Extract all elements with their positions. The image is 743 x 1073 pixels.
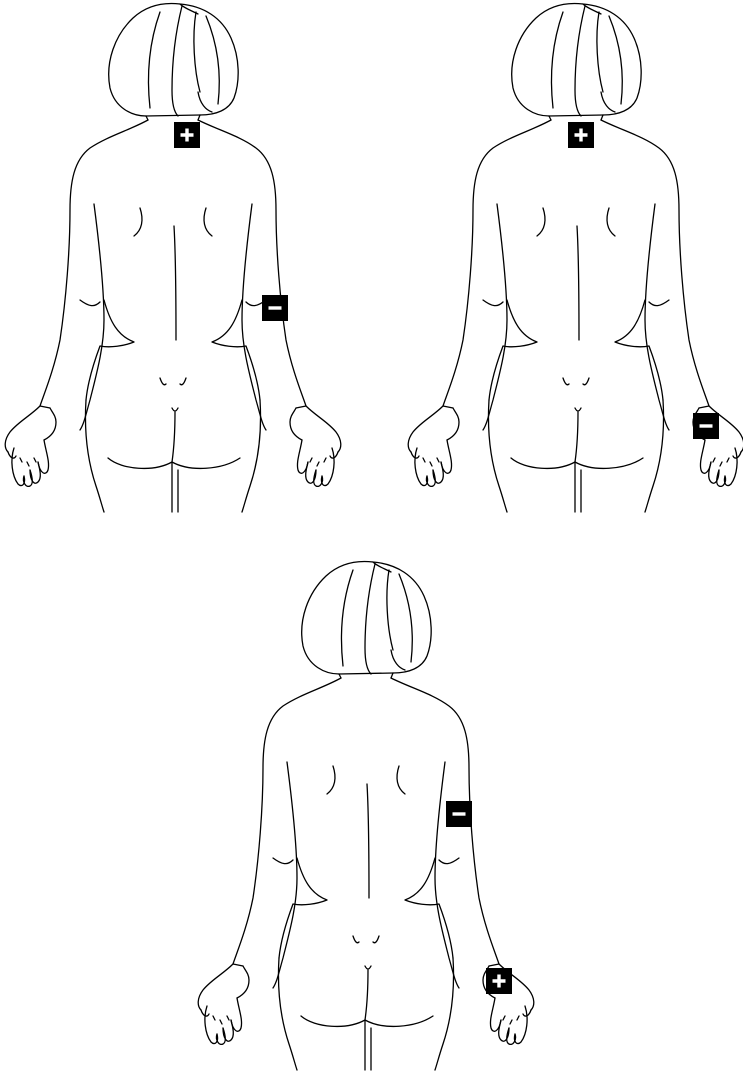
electrode-negative-hand — [693, 413, 719, 439]
electrode-positive-neck — [568, 122, 594, 148]
body-outline — [193, 558, 563, 1073]
electrode-positive-neck — [174, 122, 200, 148]
figure-back-view-1 — [0, 0, 370, 515]
plus-icon — [179, 127, 195, 143]
minus-icon — [451, 806, 467, 822]
figure-back-view-3 — [193, 558, 563, 1073]
plus-icon — [573, 127, 589, 143]
electrode-positive-hand — [486, 968, 512, 994]
minus-icon — [267, 300, 283, 316]
electrode-negative-upper-arm — [262, 295, 288, 321]
figure-back-view-2 — [403, 0, 743, 515]
body-outline — [0, 0, 370, 515]
minus-icon — [698, 418, 714, 434]
plus-icon — [491, 973, 507, 989]
electrode-negative-upper-arm — [446, 801, 472, 827]
body-outline — [403, 0, 743, 515]
